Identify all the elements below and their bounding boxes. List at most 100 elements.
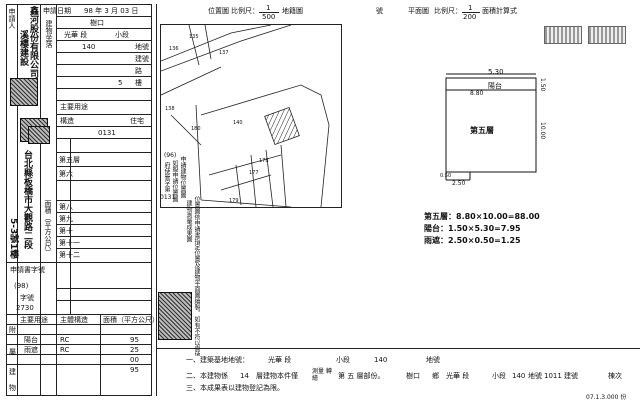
attached-side-label: 物 xyxy=(9,384,16,392)
note-line2-lot-label: 地號 xyxy=(528,372,542,380)
map-label: 位置圖 xyxy=(208,7,229,15)
note-line2-floor: 第 五 層部份。 xyxy=(338,372,385,380)
map-note: 位置圖依申請書指定位置及建物平面圖繪製，如有不符以實地測量為準。 xyxy=(193,196,200,356)
attached-struct: RC xyxy=(60,346,70,354)
note-line2-lot-no: 1011 xyxy=(544,372,562,380)
lot-number: 137 xyxy=(219,50,229,56)
area-label: 面積（平方公尺） xyxy=(44,200,52,256)
lot-number: 178 xyxy=(259,158,269,164)
registrar-stamp xyxy=(588,26,626,44)
road-label: 路 xyxy=(135,67,142,75)
use-label: 主要用途 xyxy=(60,103,88,111)
address: 台北縣板橋市大觀路二段 xyxy=(22,150,32,249)
map-scale-num: 1 xyxy=(266,4,271,12)
approve-label: 申請書字號 xyxy=(10,266,45,274)
note-line1-sub: 小段 xyxy=(336,356,350,364)
dim-right-small: 1.50 xyxy=(539,78,546,92)
attached-area-label: 面積（平方公尺） xyxy=(103,316,159,324)
approve-number: 2730 xyxy=(16,304,34,312)
attached-struct-label: 主體構造 xyxy=(60,316,88,324)
note-line2-bldg: 建號 xyxy=(564,372,578,380)
floor-row: 第九 xyxy=(59,215,73,223)
address-number: 5-3號1樓 xyxy=(8,218,18,259)
official-seal xyxy=(158,292,192,340)
note-line2-lot: 140 xyxy=(512,372,526,380)
floor-row: 第八 xyxy=(59,203,73,211)
use-value: 住宅 xyxy=(130,117,144,125)
note-line2-sub: 小段 xyxy=(492,372,506,380)
stamp-text: 建物測量成果圖 xyxy=(185,200,192,242)
attached-use: 雨遮 xyxy=(24,346,38,354)
attached-area: 00 xyxy=(130,356,139,364)
company-name-2: 溪樓建設 xyxy=(18,30,28,66)
attached-area: 95 xyxy=(130,366,139,374)
attached-area: 95 xyxy=(130,336,139,344)
balcony-label: 陽台 xyxy=(488,82,502,90)
lot-number: 140 xyxy=(233,120,243,126)
stamp-year: (96) xyxy=(164,152,177,159)
floor-unit: 樓 xyxy=(135,79,142,87)
township: 樹口 xyxy=(90,19,104,27)
code-value: 0131 xyxy=(98,129,116,137)
note-line2-option: 測量 轉繪 xyxy=(312,368,332,382)
stamp-text: 如擬申請位置圖 xyxy=(171,160,178,202)
map-scale-den: 500 xyxy=(262,13,276,21)
official-seal-small xyxy=(28,126,50,144)
note-line2-mid: 層建物本件僅 xyxy=(256,372,298,380)
company-seal xyxy=(10,78,38,106)
footer-notes: 一、建築基地地號： 光華 段 小段 140 地號 二、本建物係 14 層建物本件… xyxy=(156,348,640,401)
cadastral-map: 135 136 137 138 140 177 178 179 180 xyxy=(160,24,342,208)
room-label: 第五層 xyxy=(470,126,494,135)
attached-struct: RC xyxy=(60,336,70,344)
attached-use: 陽台 xyxy=(24,336,38,344)
dim-right: 10.00 xyxy=(539,122,546,140)
floor-plan-panel: 平面圖 比例尺： 1 200 面積計算式 5.30 陽台 8.80 1.50 第… xyxy=(406,0,640,350)
section: 光華 段 xyxy=(64,31,88,39)
note-line2-end: 棟次 xyxy=(608,372,622,380)
lot-number: 180 xyxy=(191,126,201,132)
note-line1-lot: 140 xyxy=(374,356,388,364)
lot-label: 地號 xyxy=(135,43,149,51)
note-line1-lot-label: 地號 xyxy=(426,356,440,364)
left-panel: 申請人 鑫河股份有限公司 溪樓建設 申請日期 98 年 3 月 03 日 樹口 … xyxy=(0,0,159,401)
calc-line: 第五層：8.80×10.00=88.00 xyxy=(424,212,540,221)
note-line2-floors: 14 xyxy=(240,372,249,380)
attached-use-label: 主要用途 xyxy=(20,316,48,324)
dim-inner: 8.80 xyxy=(470,90,484,97)
floor-plan-drawing xyxy=(445,73,537,181)
stamp-text: 申請建物位置圖 xyxy=(179,156,186,198)
stamp-code: 0131 xyxy=(160,194,176,201)
plan-unit-label: 面積計算式 xyxy=(482,7,517,15)
floor-row: 第十一 xyxy=(59,239,80,247)
note-line2-town-label: 鄉 xyxy=(432,372,439,380)
structure-label: 構造 xyxy=(60,117,74,125)
note-line3: 三、本成果表以建物登記為限。 xyxy=(186,384,284,392)
note-line2-township: 樹口 xyxy=(406,372,420,380)
lot-number: 179 xyxy=(229,198,239,204)
attached-side-label: 建 xyxy=(9,368,16,376)
calc-line: 雨遮：2.50×0.50=1.25 xyxy=(424,236,521,245)
attached-side-label: 附 xyxy=(9,326,16,334)
company-name: 鑫河股份有限公司 xyxy=(28,6,38,78)
floor-number: 5 xyxy=(118,79,123,87)
floor-row: 第六 xyxy=(59,170,73,178)
stamp-text: 府使管字第 xyxy=(163,162,170,192)
map-no-label: 號 xyxy=(376,7,383,15)
subsection: 小段 xyxy=(115,31,129,39)
note-line1-section: 光華 段 xyxy=(268,356,292,364)
lot-number: 177 xyxy=(249,170,259,176)
note-line1-label: 一、建築基地地號： xyxy=(186,356,249,364)
plan-scale-num: 1 xyxy=(468,4,473,12)
survey-label: 建物坐落 xyxy=(45,20,53,48)
calc-line: 陽台：1.50×5.30=7.95 xyxy=(424,224,521,233)
attached-area: 25 xyxy=(130,346,139,354)
app-date-label: 申請日期 xyxy=(43,7,71,15)
dim-bottom: 2.50 xyxy=(452,180,466,187)
lot-number: 136 xyxy=(169,46,179,52)
plan-title: 平面圖 xyxy=(408,7,429,15)
plan-scale-den: 200 xyxy=(463,13,477,21)
app-date: 98 年 3 月 03 日 xyxy=(84,7,139,15)
note-line2-label: 二、本建物係 xyxy=(186,372,228,380)
location-map-panel: 位置圖 比例尺： 1 500 地籍圖 號 xyxy=(156,0,406,401)
floor-row: 第十二 xyxy=(59,251,80,259)
